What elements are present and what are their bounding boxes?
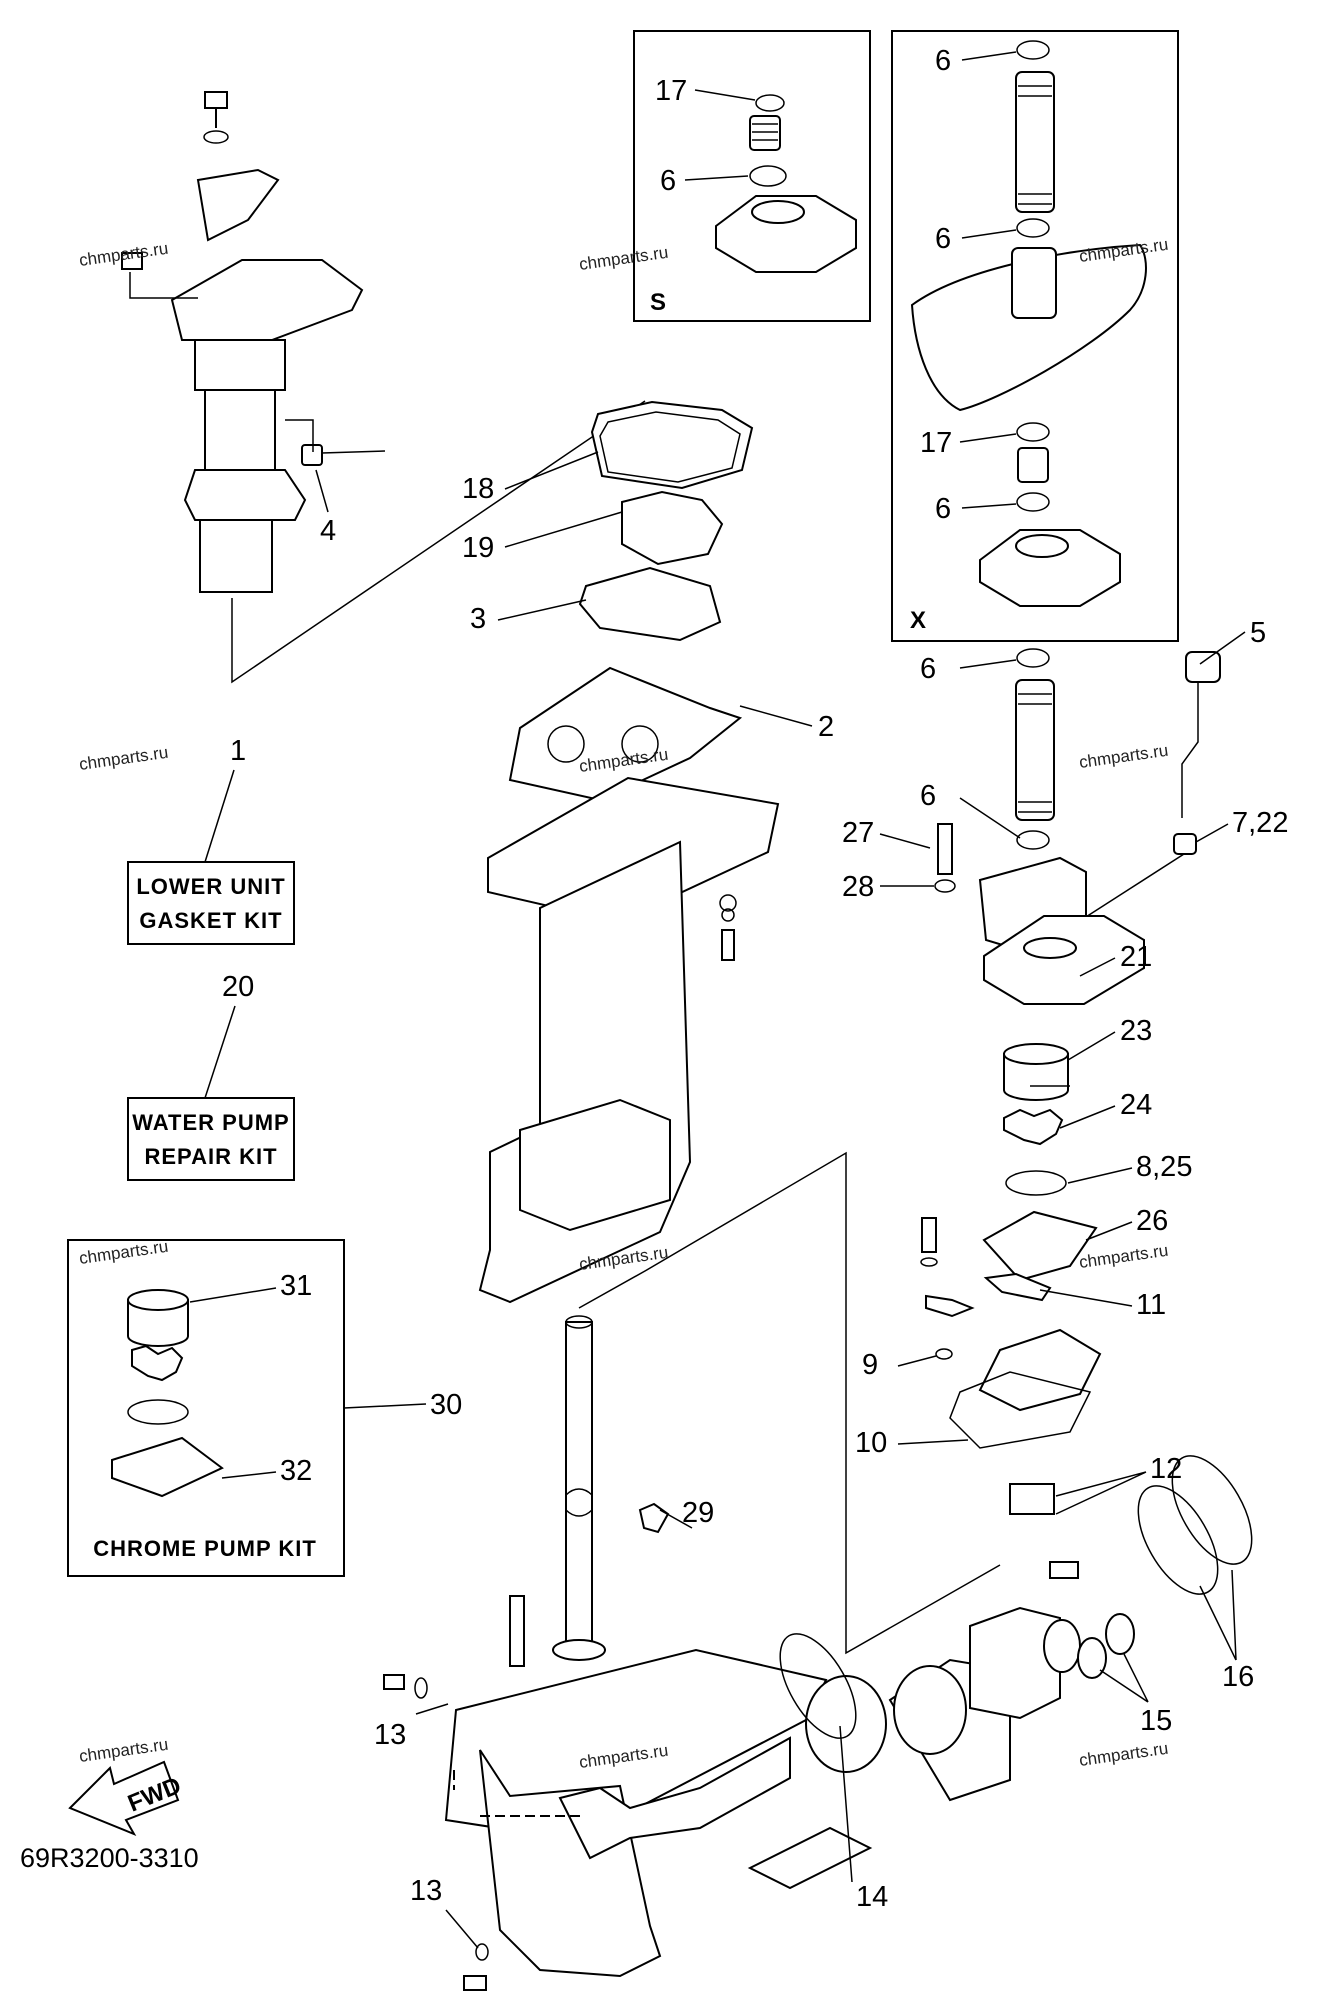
callout-x-17: 17 [920, 427, 952, 459]
callout-1: 1 [230, 735, 246, 767]
callout-14: 14 [856, 1881, 888, 1913]
watermark: chmparts.ru [1078, 1739, 1170, 1770]
callout-x-6c: 6 [935, 493, 951, 525]
watermark: chmparts.ru [78, 743, 170, 774]
chrome-pump-kit: CHROME PUMP KIT 31 32 30 [67, 1239, 462, 1577]
water-pump-repair-kit: WATER PUMP REPAIR KIT 20 [127, 971, 295, 1181]
callout-27: 27 [842, 817, 874, 849]
callout-28: 28 [842, 871, 874, 903]
kit-1-line1: LOWER UNIT [136, 874, 285, 899]
lower-gearcase: 29 13 13 [374, 1497, 873, 1991]
callout-11: 11 [1136, 1289, 1166, 1321]
callout-30: 30 [430, 1389, 462, 1421]
inset-x-box: X 6 6 17 6 [891, 30, 1179, 642]
callout-16: 16 [1222, 1661, 1254, 1693]
kit-20-line1: WATER PUMP [132, 1110, 289, 1135]
callout-31: 31 [280, 1270, 312, 1302]
part-number: 69R3200-3310 [20, 1843, 199, 1873]
watermark: chmparts.ru [578, 243, 670, 274]
inset-s-tag: S [650, 289, 666, 316]
callout-9: 9 [862, 1349, 878, 1381]
callout-21: 21 [1120, 941, 1152, 973]
propeller-shaft-housing-parts: 14 15 16 [779, 1455, 1254, 1913]
watermark: chmparts.ru [1078, 741, 1170, 772]
callout-13-upper: 13 [374, 1719, 406, 1751]
kit-1-line2: GASKET KIT [139, 908, 282, 933]
callout-23: 23 [1120, 1015, 1152, 1047]
callout-x-6b: 6 [935, 223, 951, 255]
kit-20-line2: REPAIR KIT [144, 1144, 277, 1169]
callout-3: 3 [470, 603, 486, 635]
callout-s-17: 17 [655, 75, 687, 107]
callout-29: 29 [682, 1497, 714, 1529]
chrome-kit-title: CHROME PUMP KIT [93, 1536, 317, 1561]
callout-12: 12 [1150, 1453, 1182, 1485]
callout-6-lower-a: 6 [920, 653, 936, 685]
callout-5: 5 [1250, 617, 1266, 649]
callout-7-22: 7,22 [1232, 807, 1288, 839]
callout-26: 26 [1136, 1205, 1168, 1237]
callout-6-lower-b: 6 [920, 780, 936, 812]
watermark: chmparts.ru [78, 1237, 170, 1268]
callout-4: 4 [320, 515, 336, 547]
callout-20: 20 [222, 971, 254, 1003]
watermark: chmparts.ru [1078, 1241, 1170, 1272]
callout-18: 18 [462, 473, 494, 505]
watermark: chmparts.ru [78, 1735, 170, 1766]
inset-x-tag: X [910, 607, 926, 634]
fwd-arrow: FWD [68, 1760, 185, 1837]
callout-13-lower: 13 [410, 1875, 442, 1907]
upper-casing [478, 776, 780, 1304]
lower-unit-gasket-kit: LOWER UNIT GASKET KIT 1 [127, 735, 295, 945]
callout-19: 19 [462, 532, 494, 564]
callout-8-25: 8,25 [1136, 1151, 1192, 1183]
callout-s-6: 6 [660, 165, 676, 197]
callout-32: 32 [280, 1455, 312, 1487]
callout-2: 2 [818, 711, 834, 743]
callout-x-6a: 6 [935, 45, 951, 77]
water-pump-stack: 5 6 6 7,22 27 28 21 23 24 8,25 26 11 9 1… [842, 617, 1288, 1515]
callout-15: 15 [1140, 1705, 1172, 1737]
gasket-stack: 18 19 3 2 [462, 400, 834, 802]
inset-s-box: S 17 6 [633, 30, 871, 322]
exhaust-guide-assembly: 4 [121, 91, 646, 684]
drive-shaft [565, 1151, 1001, 1655]
callout-24: 24 [1120, 1089, 1152, 1121]
callout-10: 10 [855, 1427, 887, 1459]
